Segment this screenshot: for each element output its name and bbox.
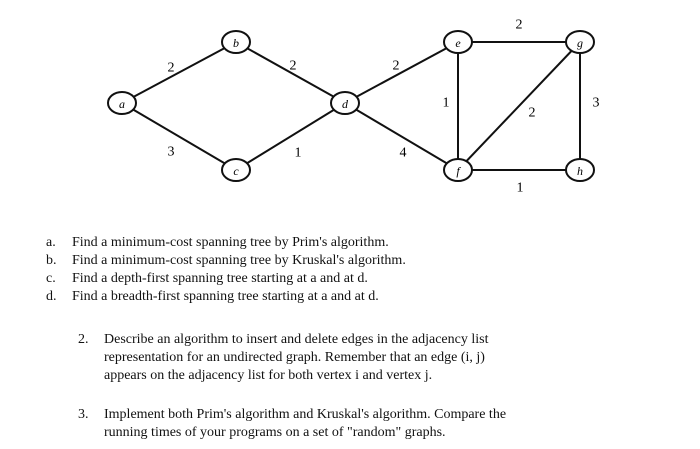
vertex-circle (107, 91, 137, 115)
vertex-circle (221, 158, 251, 182)
problem-number: 2. (78, 332, 89, 347)
problem-line: Describe an algorithm to insert and dele… (104, 332, 489, 347)
exercise-part-a: a. Find a minimum-cost spanning tree by P… (46, 235, 389, 251)
part-text: Find a minimum-cost spanning tree by Kru… (72, 253, 406, 268)
vertex-label: h (577, 164, 583, 178)
vertex-c: c (221, 158, 251, 182)
problem-text: Describe an algorithm to insert and dele… (104, 332, 584, 386)
part-text: Find a breadth-first spanning tree start… (72, 289, 379, 304)
edge-weight-b-d: 2 (290, 59, 297, 74)
vertex-h: h (565, 158, 595, 182)
problem-2: 2. Describe an algorithm to insert and de… (78, 332, 598, 386)
part-text: Find a minimum-cost spanning tree by Pri… (72, 235, 389, 250)
vertex-circle (565, 30, 595, 54)
vertex-circle (221, 30, 251, 54)
edge-weight-d-f: 4 (400, 146, 407, 161)
part-label: b. (46, 253, 57, 268)
vertex-circle (565, 158, 595, 182)
vertex-e: e (443, 30, 473, 54)
edge-b-d (235, 41, 346, 104)
vertex-circle (443, 30, 473, 54)
problem-line: appears on the adjacency list for both v… (104, 368, 433, 383)
problem-text: Implement both Prim's algorithm and Krus… (104, 407, 584, 443)
problem-line: representation for an undirected graph. … (104, 350, 485, 365)
vertex-label: g (577, 36, 583, 50)
vertex-label: c (233, 164, 239, 178)
vertex-label: e (455, 36, 461, 50)
edge-weight-c-d: 1 (295, 146, 302, 161)
part-label: a. (46, 235, 56, 250)
vertex-label: d (342, 97, 349, 111)
edge-c-d (235, 102, 346, 171)
vertex-f: f (443, 158, 473, 182)
problem-line: running times of your programs on a set … (104, 425, 446, 440)
edge-weight-f-h: 1 (517, 181, 524, 196)
part-label: c. (46, 271, 56, 286)
vertex-a: a (107, 91, 137, 115)
vertex-d: d (330, 91, 360, 115)
edge-weight-e-g: 2 (516, 18, 523, 33)
exercise-part-c: c. Find a depth-first spanning tree start… (46, 271, 368, 287)
edge-d-f (344, 102, 459, 171)
edge-a-c (121, 102, 237, 171)
vertex-g: g (565, 30, 595, 54)
weighted-graph-figure: 2 3 2 1 2 4 2 1 2 3 1 a b c d e f g h (107, 18, 600, 196)
edge-weight-e-f: 1 (443, 96, 450, 111)
edge-weight-a-c: 3 (168, 145, 175, 160)
vertex-b: b (221, 30, 251, 54)
exercise-part-d: d. Find a breadth-first spanning tree sta… (46, 289, 379, 305)
vertex-label: a (119, 97, 125, 111)
edge-weight-d-e: 2 (393, 59, 400, 74)
exercise-part-b: b. Find a minimum-cost spanning tree by K… (46, 253, 406, 269)
vertex-circle (330, 91, 360, 115)
edge-weight-f-g: 2 (529, 106, 536, 121)
problem-3: 3. Implement both Prim's algorithm and Kr… (78, 407, 598, 443)
problem-line: Implement both Prim's algorithm and Krus… (104, 407, 507, 422)
part-label: d. (46, 289, 57, 304)
vertex-label: b (233, 36, 239, 50)
problem-number: 3. (78, 407, 89, 422)
vertex-label: f (456, 164, 461, 178)
edge-d-e (344, 41, 459, 104)
edge-weight-g-h: 3 (593, 96, 600, 111)
edge-a-b (121, 41, 237, 104)
edge-weight-a-b: 2 (168, 61, 175, 76)
part-text: Find a depth-first spanning tree startin… (72, 271, 368, 286)
edge-f-g (457, 41, 581, 171)
vertex-circle (443, 158, 473, 182)
